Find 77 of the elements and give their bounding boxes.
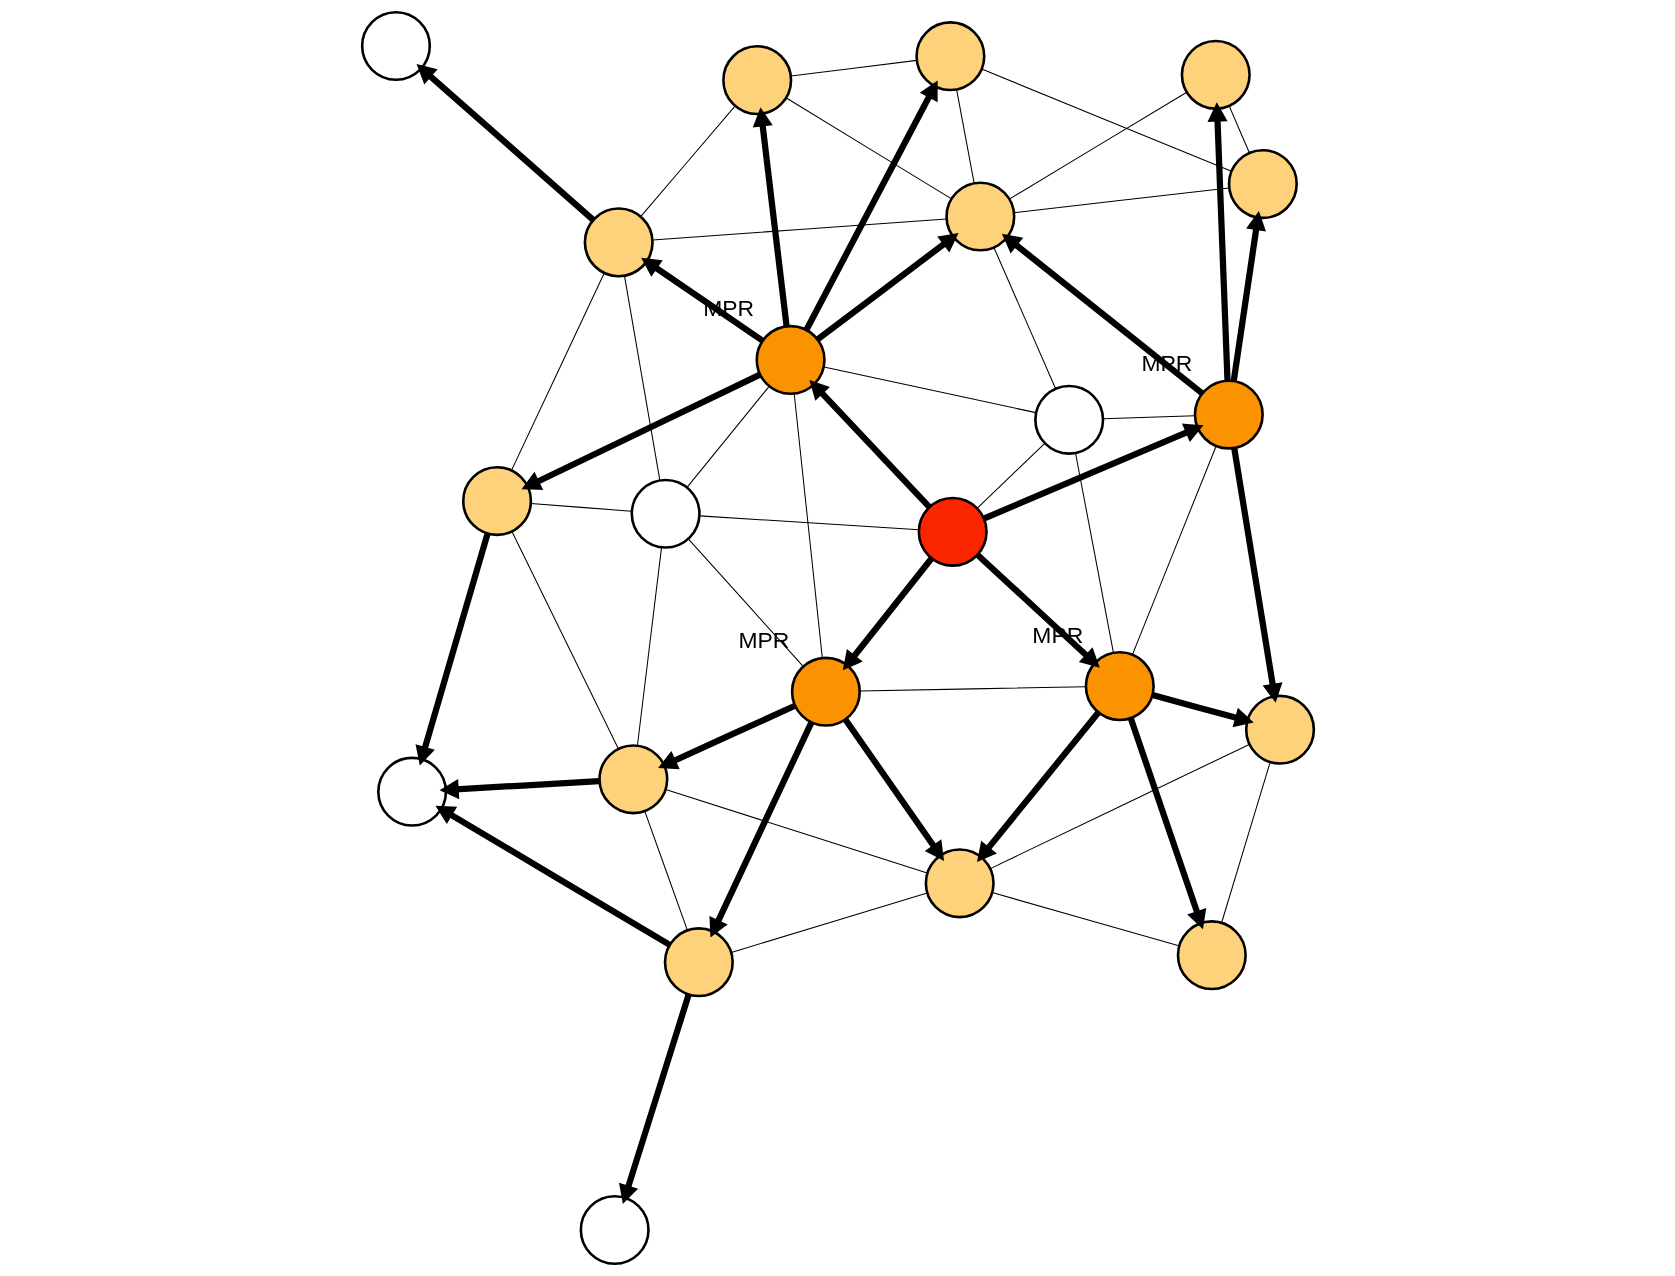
node-circle bbox=[579, 1194, 650, 1266]
node-circle bbox=[1244, 694, 1315, 765]
arrow bbox=[640, 257, 764, 344]
connector bbox=[686, 385, 770, 488]
connector bbox=[1101, 415, 1195, 420]
arrow bbox=[1127, 717, 1206, 930]
connector bbox=[687, 538, 803, 667]
arrow bbox=[976, 710, 1101, 862]
node-circle bbox=[1176, 920, 1247, 991]
arrow bbox=[657, 702, 796, 770]
arrow bbox=[808, 379, 932, 510]
arrow bbox=[415, 532, 491, 766]
arrow bbox=[1230, 211, 1266, 382]
connector bbox=[511, 531, 619, 750]
arrow bbox=[1230, 447, 1282, 703]
arrow bbox=[803, 80, 938, 332]
node-circle bbox=[1033, 384, 1104, 455]
connector bbox=[730, 892, 928, 953]
node-circle bbox=[1084, 651, 1155, 722]
arrow bbox=[435, 805, 671, 948]
arrow bbox=[1151, 692, 1254, 728]
arrow bbox=[842, 717, 944, 861]
node-circle bbox=[755, 324, 826, 396]
arrow bbox=[982, 423, 1204, 522]
connector bbox=[1013, 187, 1230, 214]
node-circle bbox=[583, 207, 654, 278]
node-circle bbox=[721, 45, 792, 116]
node-circle bbox=[630, 478, 701, 549]
connector bbox=[993, 247, 1056, 390]
connector bbox=[991, 892, 1179, 947]
arrow bbox=[1001, 233, 1204, 396]
connector bbox=[859, 686, 1086, 692]
node-circle bbox=[376, 756, 447, 827]
node-circle bbox=[914, 21, 985, 92]
arrow bbox=[842, 556, 934, 671]
connector bbox=[510, 272, 605, 471]
node-circle bbox=[1193, 379, 1264, 450]
connector bbox=[980, 68, 1232, 172]
connector bbox=[822, 366, 1036, 414]
connector bbox=[789, 59, 917, 77]
connector bbox=[955, 89, 975, 184]
connector bbox=[976, 442, 1045, 509]
node-circle bbox=[1227, 149, 1298, 220]
arrow bbox=[618, 993, 692, 1204]
arrow bbox=[752, 107, 790, 327]
arrow bbox=[439, 778, 599, 800]
connector bbox=[643, 810, 688, 931]
arrow bbox=[815, 232, 959, 342]
arrow bbox=[416, 64, 595, 223]
connector bbox=[529, 503, 632, 512]
arrow bbox=[1206, 102, 1231, 381]
connector bbox=[793, 393, 823, 659]
node-circle bbox=[944, 181, 1015, 252]
node-circle bbox=[1180, 39, 1251, 110]
node-circle bbox=[790, 656, 861, 727]
connector bbox=[989, 743, 1250, 870]
arrow bbox=[521, 371, 761, 491]
connector bbox=[651, 218, 947, 241]
node-circle bbox=[924, 848, 995, 919]
node-circle bbox=[917, 496, 988, 567]
arrow bbox=[708, 721, 814, 938]
node-circle bbox=[597, 744, 668, 815]
node-circle bbox=[461, 465, 532, 537]
connector bbox=[1074, 452, 1114, 654]
node-circle bbox=[663, 927, 734, 998]
connector bbox=[636, 546, 662, 747]
connector bbox=[698, 515, 919, 531]
connector bbox=[664, 789, 928, 874]
connector bbox=[1228, 105, 1250, 154]
connector bbox=[623, 275, 660, 481]
connector bbox=[639, 105, 735, 218]
node-circle bbox=[360, 10, 431, 82]
connector bbox=[1008, 92, 1187, 200]
connector bbox=[785, 97, 952, 200]
arrow bbox=[975, 552, 1100, 668]
connector bbox=[1131, 445, 1217, 656]
connector bbox=[1220, 761, 1271, 924]
